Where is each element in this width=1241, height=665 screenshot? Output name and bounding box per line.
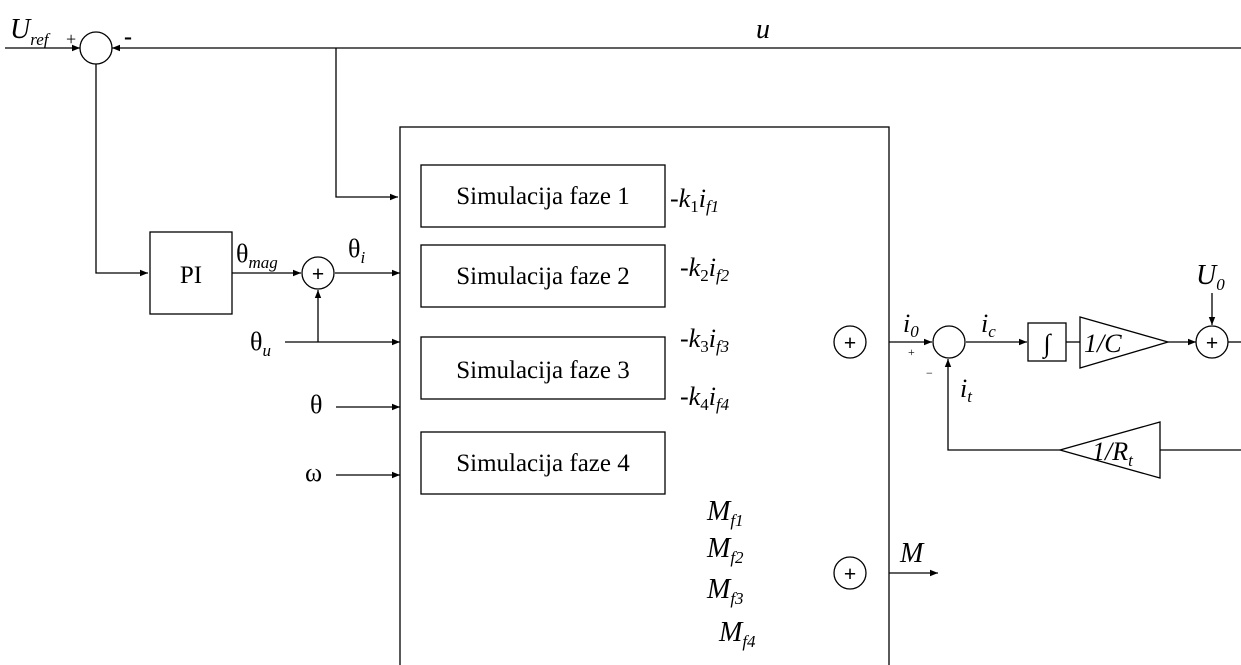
it-label: it bbox=[960, 374, 973, 406]
phase4-output-label: -k4if4 bbox=[680, 382, 730, 414]
mf4-label: Mf4 bbox=[718, 617, 756, 651]
voltage-summing-junction bbox=[1195, 325, 1229, 359]
current-sum-plus: + bbox=[844, 330, 857, 355]
phase1-output-label: -k1if1 bbox=[670, 184, 719, 216]
mf2-label: Mf2 bbox=[706, 533, 744, 567]
torque-sum-plus: + bbox=[844, 561, 857, 586]
theta-label: θ bbox=[310, 390, 322, 419]
theta-mag-label: θmag bbox=[236, 239, 278, 272]
gain-1-over-c-block bbox=[1079, 316, 1171, 369]
phase3-label: Simulacija faze 3 bbox=[456, 357, 630, 384]
phase2-label: Simulacija faze 2 bbox=[456, 263, 630, 290]
pi-label: PI bbox=[180, 262, 202, 289]
i0-plus-sign: + bbox=[908, 345, 915, 359]
torque-summing-junction bbox=[833, 556, 867, 590]
omega-label: ω bbox=[305, 458, 322, 487]
error-summing-junction bbox=[79, 31, 113, 65]
u-branch-line bbox=[335, 48, 398, 201]
mf3-label: Mf3 bbox=[706, 574, 744, 608]
current-summing-junction bbox=[833, 325, 867, 359]
u0-label: U0 bbox=[1196, 260, 1225, 294]
theta-summing-junction bbox=[301, 256, 335, 290]
current-diff-junction bbox=[932, 325, 966, 359]
gain-1-over-rt-block bbox=[1057, 421, 1161, 479]
phase1-label: Simulacija faze 1 bbox=[456, 183, 630, 210]
theta-i-label: θi bbox=[348, 234, 365, 267]
u-label: u bbox=[756, 14, 770, 45]
uref-label: Uref bbox=[10, 14, 51, 49]
m-output-label: M bbox=[899, 538, 925, 569]
phase3-output-label: -k3if3 bbox=[680, 324, 729, 356]
phase4-label: Simulacija faze 4 bbox=[456, 450, 630, 477]
gain-rt-label: 1/Rt bbox=[1092, 437, 1134, 470]
theta-u-label: θu bbox=[250, 327, 271, 360]
u-minus-sign: - bbox=[124, 24, 132, 50]
i0-label: i0 bbox=[903, 309, 919, 341]
gain-c-label: 1/C bbox=[1084, 329, 1122, 358]
ic-label: ic bbox=[981, 309, 996, 341]
theta-sum-plus: + bbox=[312, 261, 325, 286]
error-to-pi-line bbox=[95, 64, 148, 277]
pi-controller-block bbox=[149, 231, 233, 315]
phase3-block bbox=[420, 336, 666, 400]
voltage-sum-plus: + bbox=[1206, 330, 1219, 355]
uref-plus-sign: + bbox=[66, 29, 76, 49]
mf1-label: Mf1 bbox=[706, 496, 744, 530]
it-feedback-line bbox=[944, 359, 1060, 451]
phase2-output-label: -k2if2 bbox=[680, 253, 730, 285]
phase1-block bbox=[420, 164, 666, 228]
phase4-block bbox=[420, 431, 666, 495]
it-minus-sign: − bbox=[926, 366, 933, 380]
integrator-symbol: ∫ bbox=[1041, 329, 1052, 359]
integrator-block bbox=[1027, 322, 1067, 362]
phase2-block bbox=[420, 244, 666, 308]
